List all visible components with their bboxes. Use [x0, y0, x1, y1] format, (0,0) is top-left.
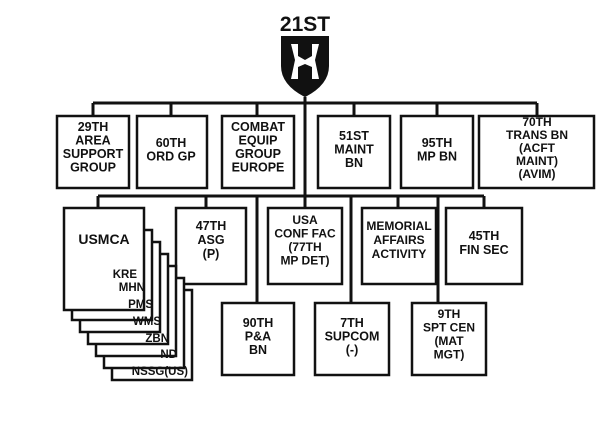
label-usmca-line-1: USMCA: [78, 231, 129, 247]
box-95th-mp-bn: [399, 114, 475, 190]
box-60th-ord-gp: [135, 114, 209, 190]
label-u45-line-1: 45TH: [469, 229, 500, 243]
usmca-sub-label: ZBN: [145, 333, 169, 345]
label-u47-line-1: 47TH: [196, 219, 227, 233]
label-u7-line-3: (-): [346, 343, 359, 357]
shield-insignia-icon: [281, 36, 329, 98]
label-u29-line-3: SUPPORT: [63, 147, 124, 161]
label-usa-line-1: USA: [292, 213, 318, 227]
usmca-sub-label: NSSG(US): [132, 366, 188, 378]
label-u70-line-3: (ACFT: [519, 141, 556, 155]
label-mem-line-3: ACTIVITY: [372, 247, 427, 261]
box-47th-asg: [174, 206, 248, 286]
label-u90-line-2: P&A: [245, 330, 271, 344]
box-combat-equip-group-europe: [220, 114, 296, 190]
label-combat-line-1: COMBAT: [231, 120, 285, 134]
label-u7-line-2: SUPCOM: [325, 330, 380, 344]
label-u29-line-2: AREA: [75, 134, 110, 148]
label-u95-line-1: 95TH: [422, 136, 453, 150]
label-u7-line-1: 7TH: [340, 316, 364, 330]
label-combat-line-2: EQUIP: [239, 134, 278, 148]
box-29th-area-support-group: [55, 114, 131, 190]
usmca-sub-label: MHN: [119, 282, 145, 294]
box-9th-spt-cen: [410, 301, 488, 377]
label-u90-line-3: BN: [249, 343, 267, 357]
label-u9-line-1: 9TH: [438, 307, 461, 321]
label-u70-line-2: TRANS BN: [506, 128, 568, 142]
label-u29-line-4: GROUP: [70, 161, 116, 175]
label-u70-line-5: (AVIM): [518, 167, 555, 181]
stack-box-kre: [62, 206, 146, 312]
connector-lines: [91, 97, 539, 303]
box-memorial-affairs-activity: [360, 206, 438, 286]
label-u47-line-2: ASG: [197, 233, 224, 247]
usmca-sub-label: KRE: [113, 269, 138, 281]
label-u29-line-1: 29TH: [78, 120, 109, 134]
label-u9-line-4: MGT): [434, 348, 465, 362]
label-mem-line-2: AFFAIRS: [373, 233, 424, 247]
usmca-sub-label: WMS: [133, 316, 161, 328]
box-90th-pa-bn: [220, 301, 296, 377]
label-u90-line-1: 90TH: [243, 316, 274, 330]
box-45th-fin-sec: [444, 206, 524, 286]
label-usa-line-2: CONF FAC: [274, 227, 336, 241]
box-51st-maint-bn: [316, 114, 392, 190]
label-usa-line-4: MP DET): [280, 254, 329, 268]
usmca-sub-label: PMS: [128, 299, 153, 311]
label-u60-line-1: 60TH: [156, 136, 187, 150]
label-mem-line-1: MEMORIAL: [366, 219, 431, 233]
root-title: 21ST: [280, 13, 330, 36]
label-combat-line-3: GROUP: [235, 147, 281, 161]
label-u51-line-2: MAINT: [334, 143, 374, 157]
label-u51-line-1: 51ST: [339, 129, 369, 143]
label-u9-line-2: SPT CEN: [423, 321, 475, 335]
usmca-sub-label: ND: [160, 349, 177, 361]
label-u70-line-1: 70TH: [522, 115, 551, 129]
label-u47-line-3: (P): [203, 247, 220, 261]
label-combat-line-4: EUROPE: [232, 161, 285, 175]
label-u45-line-2: FIN SEC: [459, 243, 508, 257]
usmca-stack: [62, 206, 194, 382]
label-u60-line-2: ORD GP: [146, 150, 195, 164]
label-u51-line-3: BN: [345, 156, 363, 170]
label-u70-line-4: MAINT): [516, 154, 558, 168]
label-u9-line-3: (MAT: [434, 334, 464, 348]
label-usa-line-3: (77TH: [288, 240, 321, 254]
box-usa-conf-fac: [266, 206, 344, 286]
label-u95-line-2: MP BN: [417, 150, 457, 164]
box-7th-supcom: [313, 301, 391, 377]
box-70th-trans-bn: [477, 114, 596, 190]
